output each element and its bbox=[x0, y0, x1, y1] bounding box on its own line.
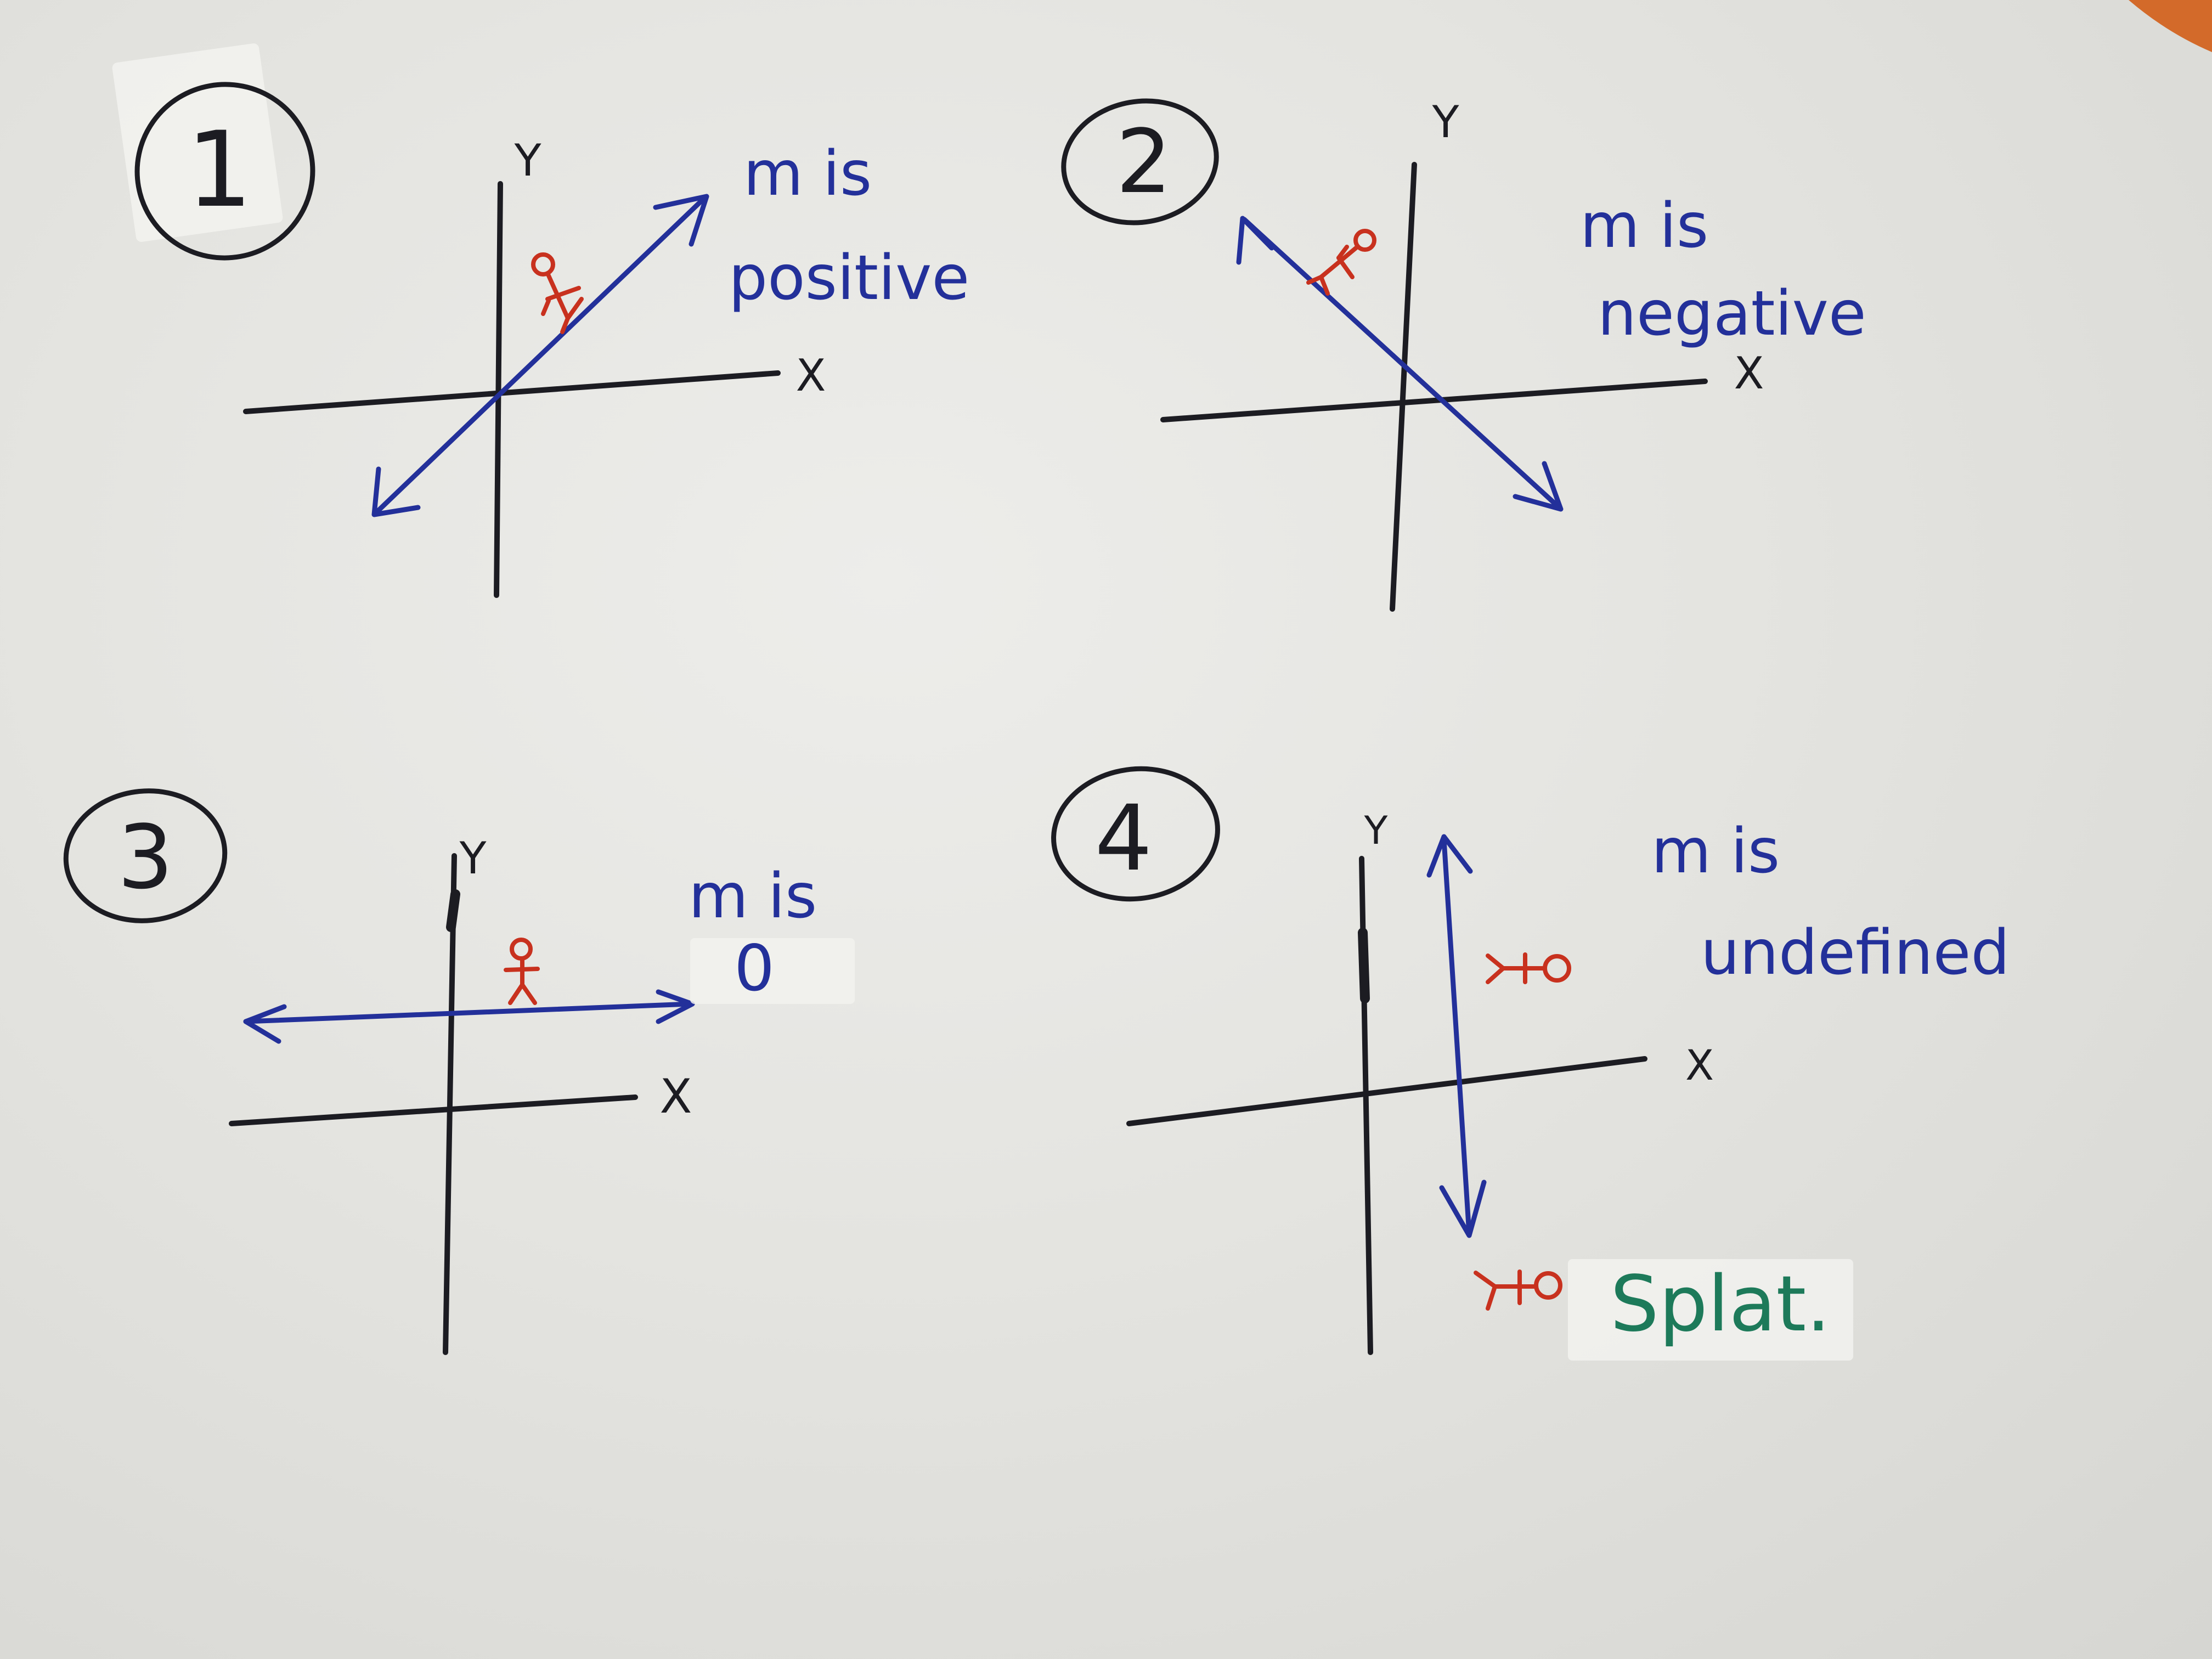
panel-number-circle bbox=[134, 82, 315, 261]
arrowhead-down-left bbox=[371, 466, 421, 517]
panel-number: 3 bbox=[117, 806, 173, 909]
y-axis bbox=[494, 181, 503, 598]
arrowhead-right bbox=[656, 989, 695, 1024]
x-axis-label: X bbox=[660, 1069, 692, 1124]
panel-number-circle bbox=[1061, 98, 1219, 225]
falling-line bbox=[1236, 216, 1564, 512]
x-axis bbox=[229, 1094, 638, 1126]
rising-line bbox=[371, 194, 709, 517]
horizontal-line bbox=[243, 989, 695, 1044]
x-axis bbox=[243, 370, 781, 414]
y-axis bbox=[1390, 162, 1417, 612]
x-axis-label: X bbox=[1734, 348, 1764, 399]
arrowhead-left bbox=[243, 1004, 287, 1044]
vertical-line bbox=[1426, 834, 1487, 1238]
slope-caption-line1: m is bbox=[1580, 190, 1708, 262]
slope-caption-line2: 0 bbox=[734, 932, 775, 1006]
stick-figure bbox=[504, 938, 540, 1005]
arrowhead-up-right bbox=[653, 194, 709, 247]
tape-strip bbox=[1568, 1259, 1853, 1361]
panel-2: 2 Y X m is negative bbox=[1061, 97, 1866, 612]
y-axis-label: Y bbox=[1432, 97, 1460, 148]
x-axis-label: X bbox=[1685, 1041, 1714, 1090]
y-axis-label: Y bbox=[514, 135, 542, 186]
arrowhead-up bbox=[1426, 834, 1473, 878]
tape-strip bbox=[112, 43, 283, 242]
x-axis-label: X bbox=[796, 350, 826, 401]
stick-figure bbox=[1306, 229, 1376, 296]
x-axis bbox=[1126, 1056, 1647, 1126]
slope-caption-line1: m is bbox=[689, 861, 817, 932]
arrowhead-down bbox=[1439, 1180, 1487, 1238]
panel-number: 2 bbox=[1116, 110, 1172, 213]
y-axis-label: Y bbox=[1364, 808, 1388, 853]
arrowhead-up-left bbox=[1236, 216, 1274, 265]
slope-caption-line2: positive bbox=[729, 242, 969, 314]
slope-caption-line2: undefined bbox=[1701, 917, 2010, 989]
y-axis-thick-tip bbox=[1358, 928, 1370, 1003]
y-axis-label: Y bbox=[459, 833, 487, 884]
arrowhead-down-right bbox=[1513, 461, 1564, 512]
x-axis bbox=[1160, 379, 1708, 422]
panel-number: 4 bbox=[1095, 786, 1153, 891]
splat-note: Splat. bbox=[1610, 1260, 1831, 1349]
panel-1: 1 Y X m is positive bbox=[112, 43, 969, 598]
pencil-tip bbox=[2129, 0, 2212, 52]
slope-caption-line2: negative bbox=[1598, 278, 1866, 349]
slope-caption-line1: m is bbox=[743, 138, 872, 210]
panel-3: 3 Y X m is 0 bbox=[63, 788, 855, 1355]
panel-4: 4 Y X bbox=[1051, 766, 2010, 1361]
slope-caption-line1: m is bbox=[1651, 816, 1780, 887]
y-axis-thick-tip bbox=[446, 889, 460, 932]
panel-number-circle bbox=[63, 788, 228, 923]
tape-strip bbox=[690, 938, 855, 1004]
panel-number-circle bbox=[1051, 766, 1220, 902]
panel-number: 1 bbox=[187, 109, 253, 230]
stick-figure bbox=[531, 252, 584, 334]
y-axis bbox=[443, 853, 457, 1355]
stick-figure-splat bbox=[1474, 1269, 1562, 1311]
stick-figure-falling bbox=[1486, 952, 1571, 984]
